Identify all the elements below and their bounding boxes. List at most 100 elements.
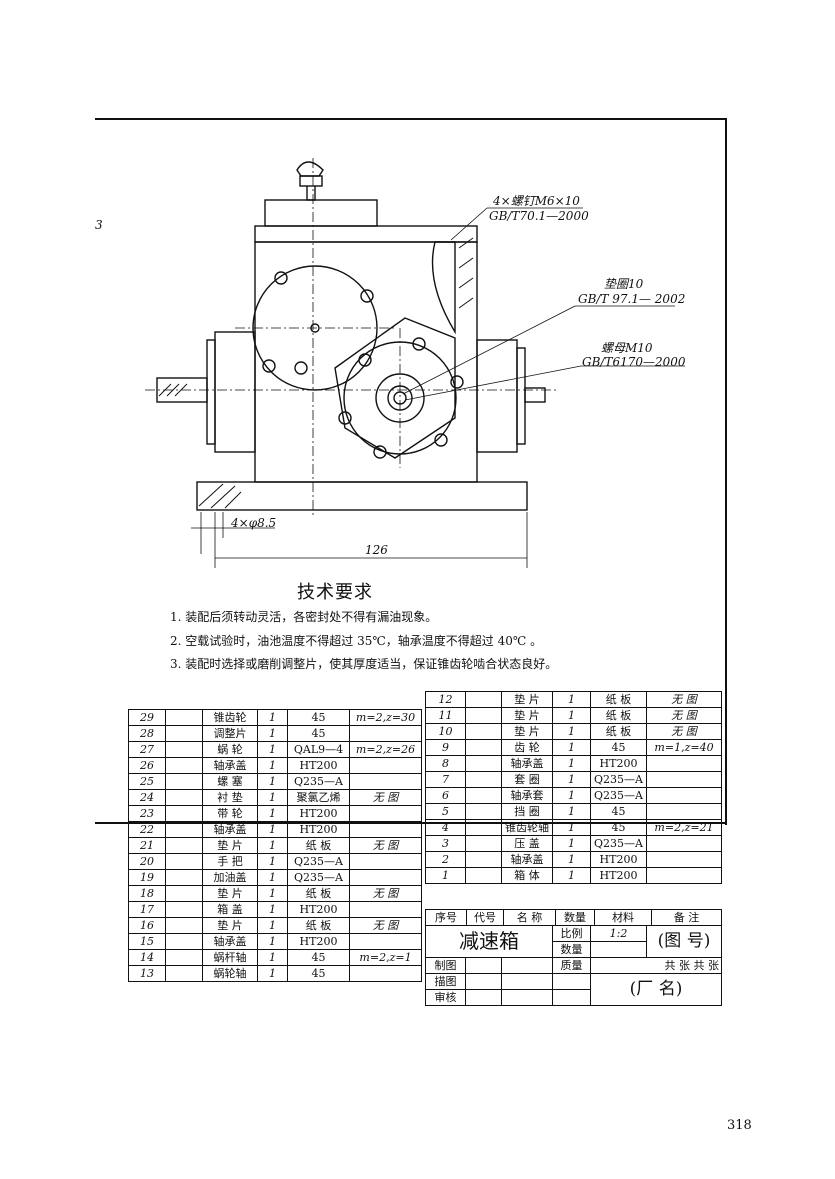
- bom-cell: 纸 板: [287, 837, 350, 854]
- bom-cell: m=2,z=26: [349, 741, 422, 758]
- bom-cell: [349, 821, 422, 838]
- bom-cell: 1: [552, 723, 591, 740]
- bom-cell: 1: [552, 835, 591, 852]
- bom-cell: 1: [257, 741, 288, 758]
- bom-cell: 1: [552, 819, 591, 836]
- bom-cell: 无 图: [349, 837, 422, 854]
- bom-cell: 9: [425, 739, 466, 756]
- bom-cell: [165, 885, 203, 902]
- bom-cell: [465, 723, 502, 740]
- drawn-label: 制图: [425, 957, 466, 974]
- bom-cell: 3: [425, 835, 466, 852]
- bom-cell: 1: [552, 755, 591, 772]
- bom-cell: 轴承盖: [202, 933, 258, 950]
- right-bearing-housing: [476, 339, 518, 453]
- bom-cell: 1: [257, 933, 288, 950]
- bom-cell: 齿 轮: [501, 739, 553, 756]
- bom-cell: 45: [590, 803, 647, 820]
- bom-cell: 16: [128, 917, 166, 934]
- bom-cell: [465, 771, 502, 788]
- bom-cell: 1: [257, 965, 288, 982]
- bom-header-row: 序号 代号 名 称 数量 材料 备 注: [425, 909, 722, 926]
- bom-cell: [349, 805, 422, 822]
- bom-cell: 1: [425, 867, 466, 884]
- side-number: 3: [95, 218, 103, 232]
- bom-cell: [349, 773, 422, 790]
- tech-requirements-title: 技术要求: [297, 582, 373, 603]
- bom-cell: [165, 869, 203, 886]
- bom-cell: 衬 垫: [202, 789, 258, 806]
- bom-cell: 12: [425, 691, 466, 708]
- bom-cell: HT200: [590, 867, 647, 884]
- bom-cell: 45: [287, 709, 350, 726]
- cover-plate: [334, 317, 456, 459]
- bom-cell: 11: [425, 707, 466, 724]
- bom-cell: 5: [425, 803, 466, 820]
- bom-cell: 1: [257, 917, 288, 934]
- bom-cell: 1: [257, 869, 288, 886]
- bom-cell: [165, 821, 203, 838]
- bom-cell: HT200: [590, 851, 647, 868]
- bom-cell: 蜗杆轴: [202, 949, 258, 966]
- bom-cell: m=2,z=30: [349, 709, 422, 726]
- bom-cell: 1: [552, 803, 591, 820]
- callout-screw: 4×螺钉M6×10: [493, 194, 580, 208]
- bom-cell: 手 把: [202, 853, 258, 870]
- bom-cell: [465, 787, 502, 804]
- bom-cell: 15: [128, 933, 166, 950]
- bom-cell: m=2,z=1: [349, 949, 422, 966]
- bom-cell: [465, 739, 502, 756]
- bom-cell: HT200: [287, 933, 350, 950]
- bom-cell: 纸 板: [287, 917, 350, 934]
- header-qty: 数量: [555, 910, 595, 925]
- bom-cell: 轴承套: [501, 787, 553, 804]
- qty-label: 数量: [552, 941, 591, 958]
- dimension-width: 126: [365, 543, 388, 557]
- bom-cell: 轴承盖: [501, 755, 553, 772]
- bom-cell: 加油盖: [202, 869, 258, 886]
- bom-cell: [349, 869, 422, 886]
- bom-cell: 垫 片: [501, 707, 553, 724]
- callout-nut: 螺母M10: [601, 341, 653, 355]
- scale-value: 1:2: [590, 925, 647, 942]
- bom-cell: 挡 圈: [501, 803, 553, 820]
- bom-cell: 45: [287, 965, 350, 982]
- dimension-holes: 4×φ8.5: [231, 516, 277, 530]
- factory-name: (厂 名): [590, 973, 722, 1006]
- bom-cell: [465, 819, 502, 836]
- bom-cell: 聚氯乙烯: [287, 789, 350, 806]
- bom-cell: [646, 851, 722, 868]
- lid-top: [264, 199, 378, 227]
- bom-cell: [165, 757, 203, 774]
- bom-cell: [465, 707, 502, 724]
- bom-cell: 14: [128, 949, 166, 966]
- bom-cell: 1: [257, 821, 288, 838]
- bom-cell: 箱 体: [501, 867, 553, 884]
- checked-label: 审核: [425, 989, 466, 1006]
- bom-cell: 45: [287, 949, 350, 966]
- tech-requirement-3: 3. 装配时选择或磨削调整片，使其厚度适当，保证锥齿轮啮合状态良好。: [170, 657, 558, 671]
- bom-cell: 锥齿轮轴: [501, 819, 553, 836]
- right-bolt: [524, 387, 546, 403]
- bom-cell: 蜗轮轴: [202, 965, 258, 982]
- bom-cell: 锥齿轮: [202, 709, 258, 726]
- bom-cell: 箱 盖: [202, 901, 258, 918]
- bom-cell: HT200: [287, 757, 350, 774]
- bom-cell: [165, 725, 203, 742]
- title-name: 减速箱: [425, 925, 553, 958]
- lid: [254, 225, 478, 243]
- bom-cell: 无 图: [646, 723, 722, 740]
- callout-washer-standard: GB/T 97.1— 2002: [578, 292, 686, 306]
- bom-cell: 13: [128, 965, 166, 982]
- knob-cap: [296, 161, 324, 177]
- drawing-number: (图 号): [646, 925, 722, 958]
